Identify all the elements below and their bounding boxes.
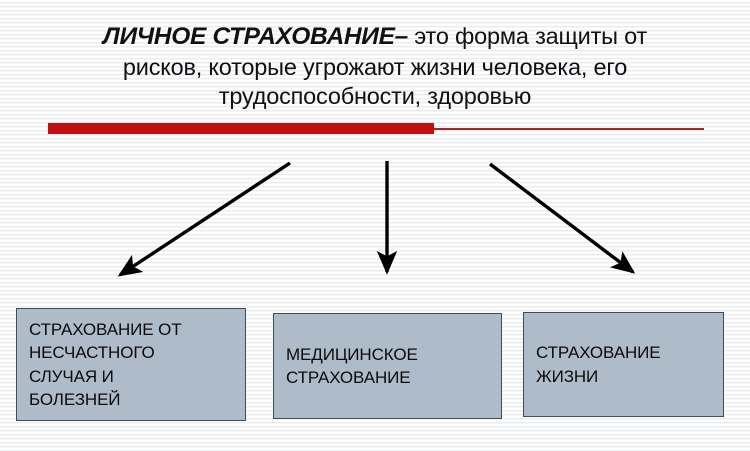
box-1-line-2: НЕСЧАСТНОГО bbox=[29, 343, 155, 363]
title-term-emphasis: ЛИЧНОЕ СТРАХОВАНИЕ– bbox=[102, 23, 408, 50]
box-1-line-1: СТРАХОВАНИЕ ОТ bbox=[29, 320, 182, 339]
divider-thick-bar bbox=[48, 123, 434, 134]
medical-insurance-box[interactable]: МЕДИЦИНСКОЕ СТРАХОВАНИЕ bbox=[273, 313, 502, 419]
title-line-2: рисков, которые угрожают жизни человека,… bbox=[122, 53, 628, 80]
box-2-line-1: МЕДИЦИНСКОЕ bbox=[286, 344, 418, 364]
life-insurance-box[interactable]: СТРАХОВАНИЕ ЖИЗНИ bbox=[523, 312, 724, 417]
arrow-to-life-insurance bbox=[488, 162, 636, 274]
page-title: ЛИЧНОЕ СТРАХОВАНИЕ– это форма защиты от … bbox=[55, 22, 695, 112]
title-line-1: ЛИЧНОЕ СТРАХОВАНИЕ– это форма защиты от bbox=[55, 22, 695, 53]
accident-and-illness-insurance-box[interactable]: СТРАХОВАНИЕ ОТ НЕСЧАСТНОГО СЛУЧАЯ И БОЛЕ… bbox=[16, 308, 246, 421]
box-2-line-2: СТРАХОВАНИЕ bbox=[286, 368, 411, 387]
box-1-line-3: СЛУЧАЯ И bbox=[29, 366, 114, 386]
arrow-to-accident-insurance bbox=[117, 161, 291, 277]
title-line-1-rest: это форма защиты от bbox=[407, 23, 648, 49]
box-3-line-2: ЖИЗНИ bbox=[536, 366, 599, 386]
box-1-line-4: БОЛЕЗНЕЙ bbox=[29, 389, 121, 409]
box-3-line-1: СТРАХОВАНИЕ bbox=[536, 343, 661, 363]
title-line-3: трудоспособности, здоровью bbox=[218, 83, 532, 110]
